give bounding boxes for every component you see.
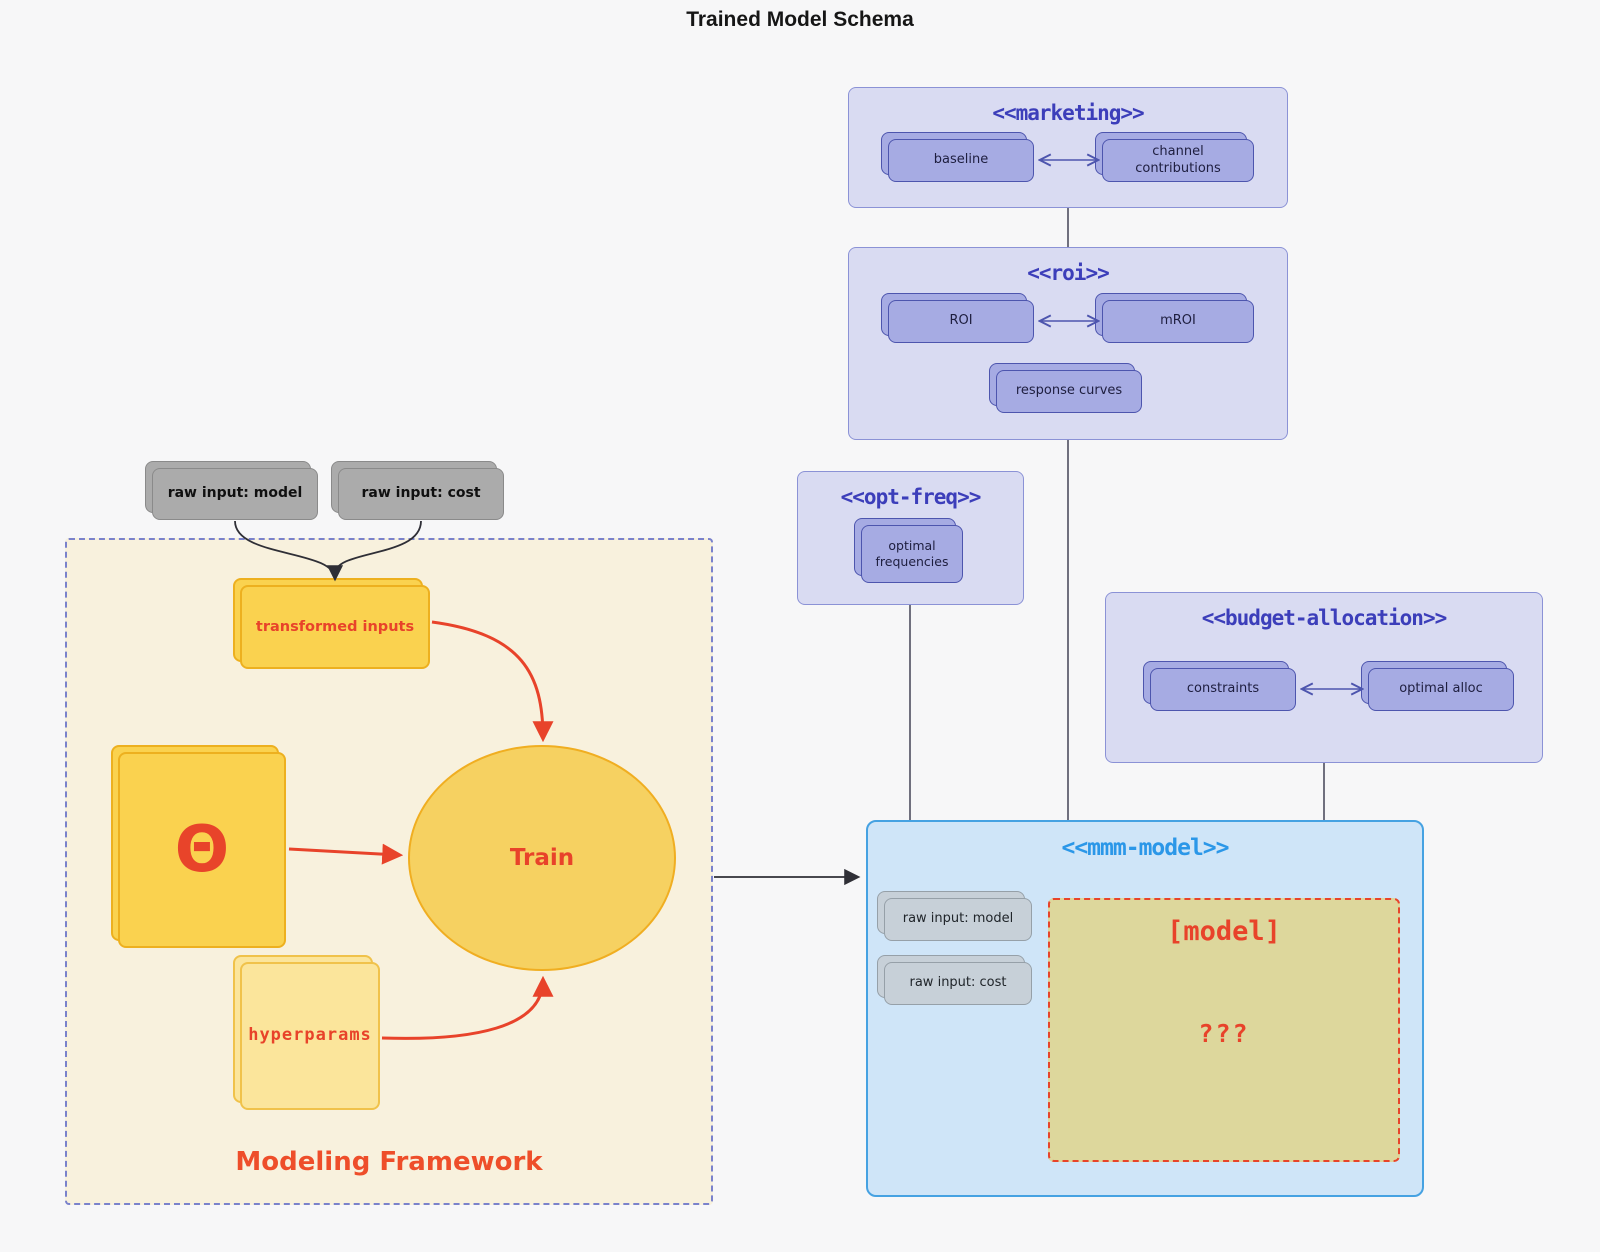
node-roi: ROI xyxy=(881,293,1034,343)
node-model-placeholder: [model] ??? xyxy=(1048,898,1400,1162)
node-raw-input-model-label: raw input: model xyxy=(152,468,318,520)
package-mmm-model-title: <<mmm-model>> xyxy=(1061,835,1229,861)
node-baseline-label: baseline xyxy=(888,139,1034,182)
node-mroi-label: mROI xyxy=(1102,300,1254,343)
node-baseline: baseline xyxy=(881,132,1034,182)
node-transformed-inputs: transformed inputs xyxy=(233,578,430,669)
node-response-curves: response curves xyxy=(989,363,1142,413)
node-optimal-alloc-label: optimal alloc xyxy=(1368,668,1514,711)
node-constraints-label: constraints xyxy=(1150,668,1296,711)
node-mmm-raw-input-cost-label: raw input: cost xyxy=(884,962,1032,1005)
node-channel-contributions: channel contributions xyxy=(1095,132,1254,182)
package-opt-freq-title: <<opt-freq>> xyxy=(840,485,982,509)
node-theta: Θ xyxy=(111,745,286,948)
model-tag-label: [model] xyxy=(1167,916,1281,947)
node-hyperparams: hyperparams xyxy=(233,955,380,1110)
node-raw-input-cost: raw input: cost xyxy=(331,461,504,520)
node-train-label: Train xyxy=(509,845,575,871)
node-mroi: mROI xyxy=(1095,293,1254,343)
node-mmm-raw-input-model: raw input: model xyxy=(877,891,1032,941)
package-budget-allocation-title: <<budget-allocation>> xyxy=(1201,606,1448,630)
node-response-curves-label: response curves xyxy=(996,370,1142,413)
model-unknown-label: ??? xyxy=(1198,1019,1250,1048)
node-mmm-raw-input-model-label: raw input: model xyxy=(884,898,1032,941)
node-optimal-frequencies-label: optimal frequencies xyxy=(861,525,963,583)
node-optimal-frequencies: optimal frequencies xyxy=(854,518,963,583)
node-theta-label: Θ xyxy=(118,752,286,948)
node-mmm-raw-input-cost: raw input: cost xyxy=(877,955,1032,1005)
node-hyperparams-label: hyperparams xyxy=(240,962,380,1110)
package-marketing-title: <<marketing>> xyxy=(992,101,1144,125)
node-transformed-inputs-label: transformed inputs xyxy=(240,585,430,669)
node-raw-input-model: raw input: model xyxy=(145,461,318,520)
node-roi-label: ROI xyxy=(888,300,1034,343)
package-roi-title: <<roi>> xyxy=(1027,261,1110,285)
node-train: Train xyxy=(408,745,676,971)
node-optimal-alloc: optimal alloc xyxy=(1361,661,1514,711)
modeling-framework-label: Modeling Framework xyxy=(235,1147,543,1177)
node-channel-contributions-label: channel contributions xyxy=(1102,139,1254,182)
diagram-title: Trained Model Schema xyxy=(686,8,914,31)
node-raw-input-cost-label: raw input: cost xyxy=(338,468,504,520)
node-constraints: constraints xyxy=(1143,661,1296,711)
